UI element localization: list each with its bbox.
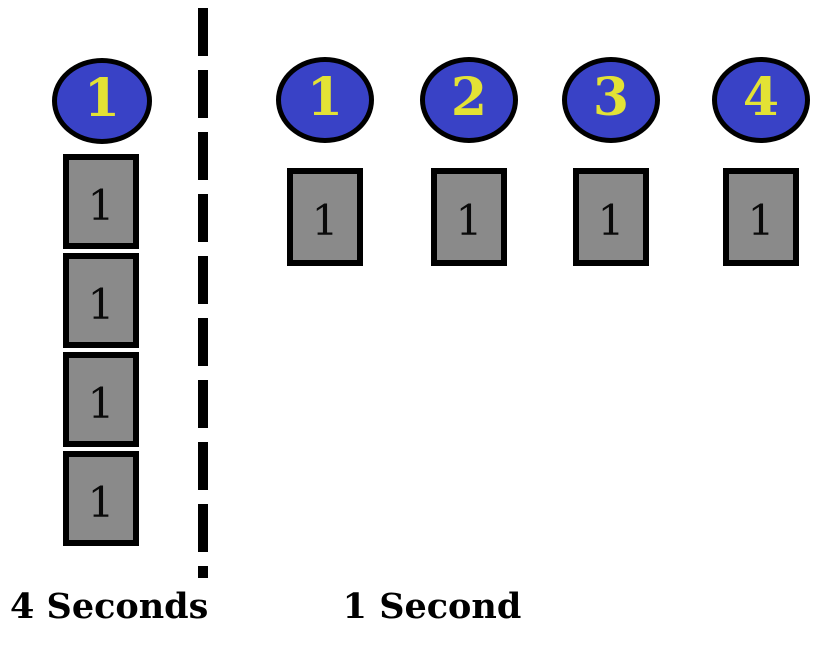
task-box: 1 [63,154,139,249]
processor-label: 4 [742,67,780,128]
divider-dashed-line [198,8,208,578]
processor-ellipse: 1 [276,57,374,143]
processor-ellipse: 4 [712,57,810,143]
parallel-column-1: 1 1 [276,57,374,266]
task-label: 1 [597,196,625,245]
parallel-column-3: 3 1 [562,57,660,266]
processor-label: 1 [306,67,344,128]
task-label: 1 [87,279,115,329]
task-label: 1 [311,196,339,245]
parallel-column-4: 4 1 [712,57,810,266]
task-box: 1 [63,451,139,546]
caption-4-seconds: 4 Seconds [10,586,209,627]
task-label: 1 [87,378,115,428]
task-box: 1 [63,352,139,447]
task-box: 1 [573,168,649,266]
processor-ellipse: 3 [562,57,660,143]
processor-label: 1 [83,68,121,129]
processor-label: 3 [592,67,630,128]
task-label: 1 [747,196,775,245]
task-box: 1 [63,253,139,348]
task-box: 1 [431,168,507,266]
caption-1-second: 1 Second [342,586,522,627]
processor-label: 2 [450,67,488,128]
task-label: 1 [87,180,115,230]
task-label: 1 [455,196,483,245]
task-box: 1 [287,168,363,266]
task-box: 1 [723,168,799,266]
processor-ellipse-serial: 1 [52,58,152,144]
processor-ellipse: 2 [420,57,518,143]
parallel-column-2: 2 1 [420,57,518,266]
serial-task-stack: 1 1 1 1 [63,154,139,546]
task-label: 1 [87,477,115,527]
